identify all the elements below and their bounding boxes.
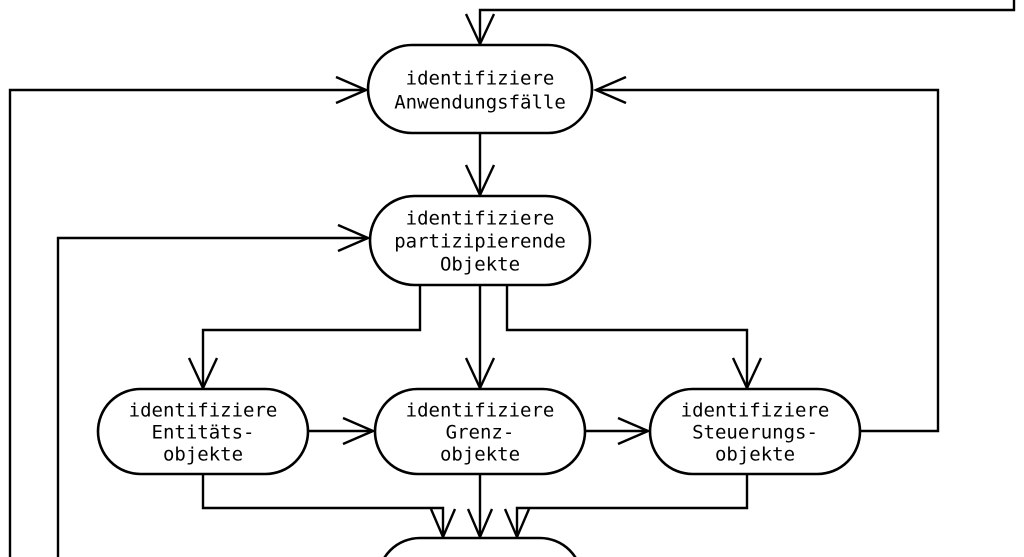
edge-steuerungs-to-bottom bbox=[503, 474, 749, 541]
edge-grenz-to-bottom bbox=[466, 474, 494, 541]
node-label-line-2: Entitäts- bbox=[152, 422, 255, 444]
node-label-line-1: identifiziere bbox=[681, 400, 830, 422]
edge-top-return-to-anwendungsfaelle bbox=[464, 0, 1016, 47]
node-identifiziere-partizipierende-objekte[interactable]: identifiziere partizipierende Objekte bbox=[368, 194, 592, 287]
edge-partizipierende-to-entitaets bbox=[187, 285, 422, 391]
node-label-line-2: Anwendungsfälle bbox=[394, 92, 566, 114]
node-label-line-1: identifiziere bbox=[129, 400, 278, 422]
node-label-line-2: Steuerungs- bbox=[692, 422, 818, 444]
edge-entitaets-to-bottom bbox=[201, 474, 457, 541]
node-label-line-1: identifiziere bbox=[406, 68, 555, 90]
node-label-line-1: identifiziere bbox=[406, 208, 555, 230]
node-label-line-3: objekte bbox=[440, 444, 520, 466]
edge-partizipierende-to-steuerungs bbox=[505, 285, 763, 391]
edge-right-steuerungs-to-anwendungsfaelle bbox=[592, 75, 940, 433]
edge-anwendungsfaelle-to-partizipierende bbox=[464, 133, 496, 198]
node-label-line-2: Grenz- bbox=[446, 422, 515, 444]
node-identifiziere-entitaets-objekte[interactable]: identifiziere Entitäts- objekte bbox=[96, 387, 310, 476]
edge-grenz-to-steuerungs bbox=[585, 416, 652, 446]
node-label-line-2: partizipierende bbox=[394, 231, 566, 253]
edge-entitaets-to-grenz bbox=[308, 416, 377, 446]
node-identifiziere-grenz-objekte[interactable]: identifiziere Grenz- objekte bbox=[373, 387, 587, 476]
edge-left-return-to-partizipierende bbox=[56, 223, 372, 557]
node-label-line-3: objekte bbox=[163, 444, 243, 466]
edge-partizipierende-to-grenz bbox=[464, 285, 496, 391]
node-label-line-3: objekte bbox=[715, 444, 795, 466]
node-identifiziere-steuerungs-objekte[interactable]: identifiziere Steuerungs- objekte bbox=[648, 387, 862, 476]
node-label-line-3: Objekte bbox=[440, 254, 520, 276]
node-bottom-partial[interactable] bbox=[378, 536, 582, 557]
node-label-line-1: identifiziere bbox=[406, 400, 555, 422]
node-identifiziere-anwendungsfaelle[interactable]: identifiziere Anwendungsfälle bbox=[366, 43, 594, 135]
edge-left-return-to-anwendungsfaelle bbox=[8, 75, 370, 557]
